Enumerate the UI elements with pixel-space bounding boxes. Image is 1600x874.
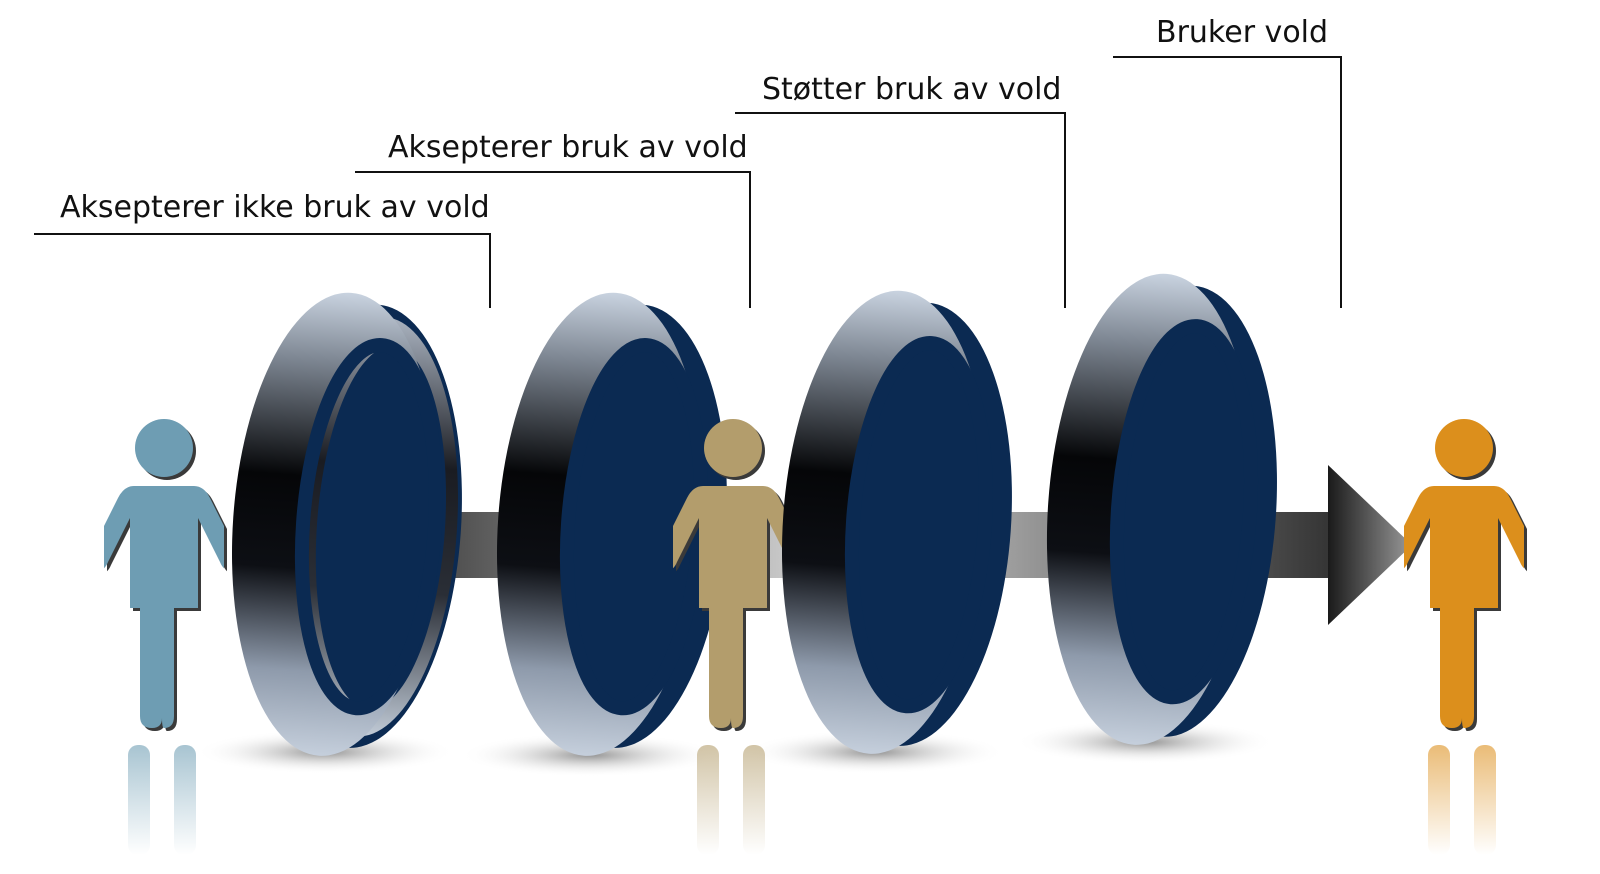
leader-line-3 [735, 112, 1066, 308]
ring-4 [1046, 273, 1277, 745]
stage-label-1: Aksepterer ikke bruk av vold [60, 190, 490, 225]
leader-lines [34, 56, 1342, 308]
ring-1 [231, 292, 462, 756]
person-blue-icon [104, 419, 227, 731]
stage-label-4: Bruker vold [1156, 15, 1329, 50]
leader-line-4 [1113, 56, 1342, 308]
figure-reflections [128, 745, 1496, 855]
ring-2 [496, 292, 727, 756]
ring-3 [781, 290, 1012, 754]
leader-line-2 [355, 171, 751, 308]
stage-label-3: Støtter bruk av vold [762, 72, 1062, 107]
leader-line-1 [34, 233, 491, 308]
stage-label-2: Aksepterer bruk av vold [388, 130, 748, 165]
person-orange-icon [1404, 419, 1527, 731]
